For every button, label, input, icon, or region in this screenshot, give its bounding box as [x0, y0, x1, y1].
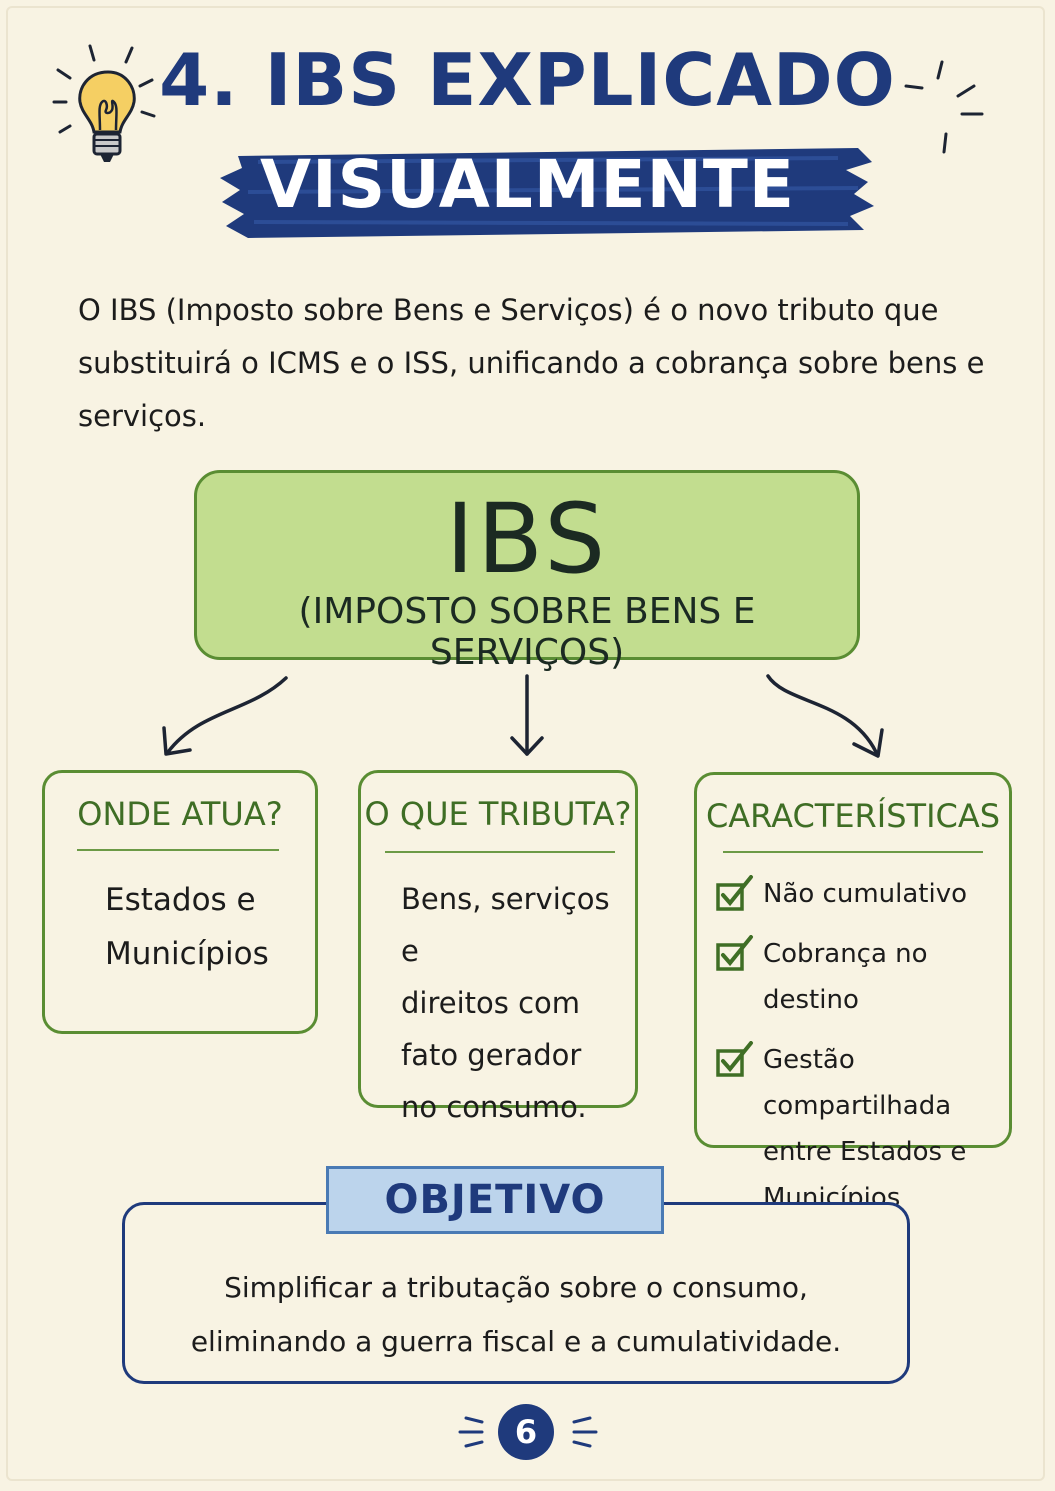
list-item-text: Gestão compartilhada entre Estados e Mun…: [763, 1045, 967, 1213]
ibs-full-name: (IMPOSTO SOBRE BENS E SERVIÇOS): [298, 591, 756, 673]
list-item: Não cumulativo: [715, 871, 1015, 917]
card-onde-atua: ONDE ATUA? Estados e Municípios: [42, 770, 318, 1034]
page-subtitle: VISUALMENTE: [260, 146, 795, 223]
card-line: Municípios: [105, 936, 269, 972]
arrow-left: [166, 676, 288, 754]
card-caracteristicas: CARACTERÍSTICAS Não cumulativo Cobrança …: [694, 772, 1012, 1213]
card-title-caracteristicas: CARACTERÍSTICAS: [705, 797, 1001, 835]
checkbox-icon: [716, 935, 753, 971]
card-line: direitos com: [401, 986, 581, 1020]
card-line: Estados e: [105, 882, 256, 918]
card-title-o-que-tributa: O QUE TRIBUTA?: [364, 795, 632, 833]
card-text-onde-atua: Estados e Municípios: [105, 873, 269, 981]
list-item: Gestão compartilhada entre Estados e Mun…: [715, 1037, 1015, 1221]
card-divider: [385, 851, 615, 853]
card-line: no consumo.: [401, 1090, 587, 1124]
card-divider: [723, 851, 983, 853]
card-divider: [77, 849, 279, 851]
sparkle-icon: [904, 60, 984, 154]
card-line: Bens, serviços e: [401, 882, 610, 968]
list-item-text: Cobrança no destino: [763, 939, 928, 1015]
page-frame: [6, 6, 1045, 1481]
ibs-acronym: IBS: [445, 483, 609, 595]
card-o-que-tributa: O QUE TRIBUTA? Bens, serviços e direitos…: [358, 770, 638, 1124]
arrow-right-head: [852, 728, 884, 758]
title-brush-band: [220, 148, 874, 238]
list-item-text: Não cumulativo: [763, 879, 968, 909]
objective-line: Simplificar a tributação sobre o consumo…: [224, 1271, 808, 1304]
characteristics-list: Não cumulativo Cobrança no destino Gestã…: [715, 871, 1015, 1235]
checkbox-icon: [716, 875, 753, 911]
arrow-left-head: [162, 726, 192, 756]
list-item: Cobrança no destino: [715, 931, 1015, 1023]
arrow-center-head: [510, 736, 544, 756]
objective-text: Simplificar a tributação sobre o consumo…: [125, 1261, 907, 1369]
intro-paragraph: O IBS (Imposto sobre Bens e Serviços) é …: [78, 293, 985, 433]
sparkle-icon: [572, 1416, 598, 1448]
checkbox-icon: [716, 1041, 753, 1077]
objective-box: Simplificar a tributação sobre o consumo…: [122, 1202, 910, 1384]
card-title-onde-atua: ONDE ATUA?: [77, 795, 283, 833]
sparkle-icon: [458, 1416, 484, 1448]
objective-line: eliminando a guerra fiscal e a cumulativ…: [190, 1325, 842, 1358]
objective-label: OBJETIVO: [326, 1166, 664, 1234]
card-line: fato gerador: [401, 1038, 582, 1072]
connector-arrows: [162, 674, 884, 758]
ibs-main-box: IBS (IMPOSTO SOBRE BENS E SERVIÇOS): [194, 470, 860, 673]
page-title: 4. IBS EXPLICADO: [159, 38, 896, 122]
card-text-o-que-tributa: Bens, serviços e direitos com fato gerad…: [401, 873, 635, 1133]
page-number: 6: [498, 1404, 554, 1460]
lightbulb-icon: [52, 44, 156, 162]
arrow-right: [766, 674, 878, 754]
